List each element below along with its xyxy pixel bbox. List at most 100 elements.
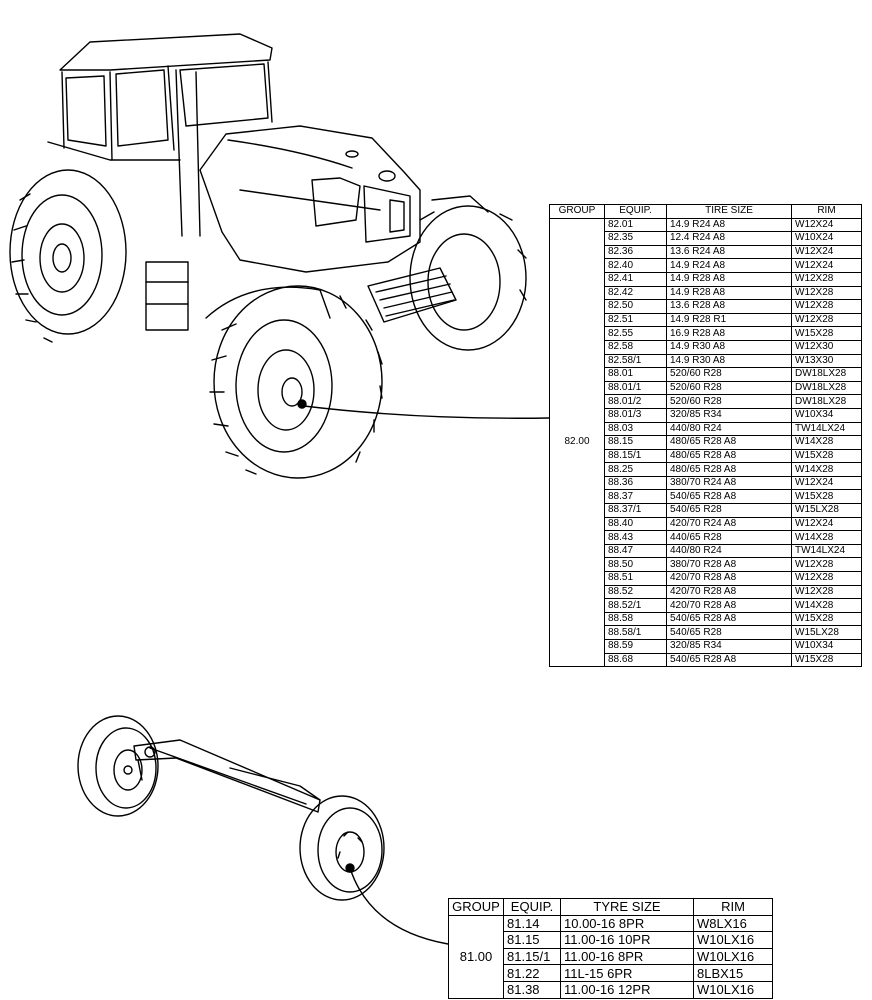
size-cell: 480/65 R28 A8 bbox=[666, 448, 792, 464]
rim-cell: DW18LX28 bbox=[791, 394, 862, 409]
rim-cell: W10X24 bbox=[791, 231, 862, 246]
rim-cell: W10LX16 bbox=[693, 931, 773, 949]
header-tyre-size: TYRE SIZE bbox=[560, 898, 694, 916]
size-cell: 520/60 R28 bbox=[666, 380, 792, 396]
rim-cell: W12X24 bbox=[791, 516, 862, 532]
equip-cell: 88.01 bbox=[604, 367, 667, 382]
equip-cell: 88.37 bbox=[604, 489, 667, 505]
equip-cell: 82.58/1 bbox=[604, 353, 667, 369]
size-cell: 16.9 R28 A8 bbox=[666, 326, 792, 341]
header-tire-size: TIRE SIZE bbox=[666, 204, 792, 219]
rear-left-wheel bbox=[9, 169, 127, 343]
size-cell: 11.00-16 10PR bbox=[560, 931, 694, 949]
rim-cell: W12X24 bbox=[791, 244, 862, 260]
size-cell: 320/85 R34 bbox=[666, 407, 792, 423]
rim-cell: W12X28 bbox=[791, 557, 862, 573]
rim-cell: W15X28 bbox=[791, 326, 862, 341]
size-cell: 320/85 R34 bbox=[666, 639, 792, 654]
rim-cell: W12X24 bbox=[791, 217, 862, 233]
rim-cell: W12X24 bbox=[791, 258, 862, 273]
rim-cell: W12X28 bbox=[791, 584, 862, 600]
size-cell: 440/80 R24 bbox=[666, 421, 792, 437]
rim-cell: W15X28 bbox=[791, 652, 862, 668]
rear-fender bbox=[205, 286, 331, 319]
rim-cell: W14X28 bbox=[791, 530, 862, 545]
equip-cell: 88.51 bbox=[604, 571, 667, 586]
rim-cell: W14X28 bbox=[791, 435, 862, 450]
size-cell: 14.9 R30 A8 bbox=[666, 353, 792, 369]
size-cell: 14.9 R28 A8 bbox=[666, 271, 792, 287]
size-cell: 11.00-16 12PR bbox=[560, 980, 694, 999]
size-cell: 520/60 R28 bbox=[666, 394, 792, 409]
cab bbox=[47, 33, 273, 161]
steps bbox=[145, 69, 201, 331]
size-cell: 480/65 R28 A8 bbox=[666, 435, 792, 450]
equip-cell: 82.58 bbox=[604, 339, 667, 355]
header-equip: EQUIP. bbox=[604, 204, 667, 219]
rim-cell: W10LX16 bbox=[693, 947, 773, 966]
size-cell: 14.9 R24 A8 bbox=[666, 258, 792, 273]
rim-cell: W12X28 bbox=[791, 285, 862, 301]
equip-cell: 88.40 bbox=[604, 516, 667, 532]
equip-cell: 81.15/1 bbox=[503, 947, 561, 966]
equip-cell: 88.58 bbox=[604, 611, 667, 627]
size-cell: 14.9 R24 A8 bbox=[666, 217, 792, 233]
rim-cell: W15LX28 bbox=[791, 503, 862, 518]
axle-right-wheel bbox=[299, 795, 385, 901]
front-weights bbox=[367, 267, 457, 323]
equip-cell: 82.40 bbox=[604, 258, 667, 273]
rim-cell: W15X28 bbox=[791, 489, 862, 505]
equip-cell: 88.58/1 bbox=[604, 625, 667, 640]
equip-cell: 88.52 bbox=[604, 584, 667, 600]
equip-cell: 82.51 bbox=[604, 312, 667, 328]
equip-cell: 82.36 bbox=[604, 244, 667, 260]
equip-cell: 88.59 bbox=[604, 639, 667, 654]
rim-cell: W12X28 bbox=[791, 271, 862, 287]
axle-left-wheel bbox=[77, 715, 159, 817]
equip-cell: 82.41 bbox=[604, 271, 667, 287]
equip-cell: 88.36 bbox=[604, 475, 667, 491]
rim-cell: W15LX28 bbox=[791, 625, 862, 640]
rim-cell: W10LX16 bbox=[693, 980, 773, 999]
equip-cell: 88.68 bbox=[604, 652, 667, 668]
equip-cell: 88.50 bbox=[604, 557, 667, 573]
rim-cell: DW18LX28 bbox=[791, 380, 862, 396]
size-cell: 420/70 R28 A8 bbox=[666, 571, 792, 586]
size-cell: 10.00-16 8PR bbox=[560, 914, 694, 933]
equip-cell: 88.01/2 bbox=[604, 394, 667, 409]
size-cell: 380/70 R28 A8 bbox=[666, 557, 792, 573]
rim-cell: W12X28 bbox=[791, 299, 862, 314]
size-cell: 420/70 R24 A8 bbox=[666, 516, 792, 532]
size-cell: 520/60 R28 bbox=[666, 367, 792, 382]
rim-cell: DW18LX28 bbox=[791, 367, 862, 382]
header-group: GROUP bbox=[549, 204, 605, 219]
rim-cell: W12X24 bbox=[791, 475, 862, 491]
size-cell: 440/80 R24 bbox=[666, 543, 792, 559]
rim-cell: W15X28 bbox=[791, 611, 862, 627]
equip-cell: 88.01/1 bbox=[604, 380, 667, 396]
rim-cell: TW14LX24 bbox=[791, 543, 862, 559]
equip-cell: 81.22 bbox=[503, 964, 561, 982]
equip-cell: 88.15 bbox=[604, 435, 667, 450]
size-cell: 14.9 R30 A8 bbox=[666, 339, 792, 355]
size-cell: 13.6 R24 A8 bbox=[666, 244, 792, 260]
equip-cell: 81.14 bbox=[503, 914, 561, 933]
